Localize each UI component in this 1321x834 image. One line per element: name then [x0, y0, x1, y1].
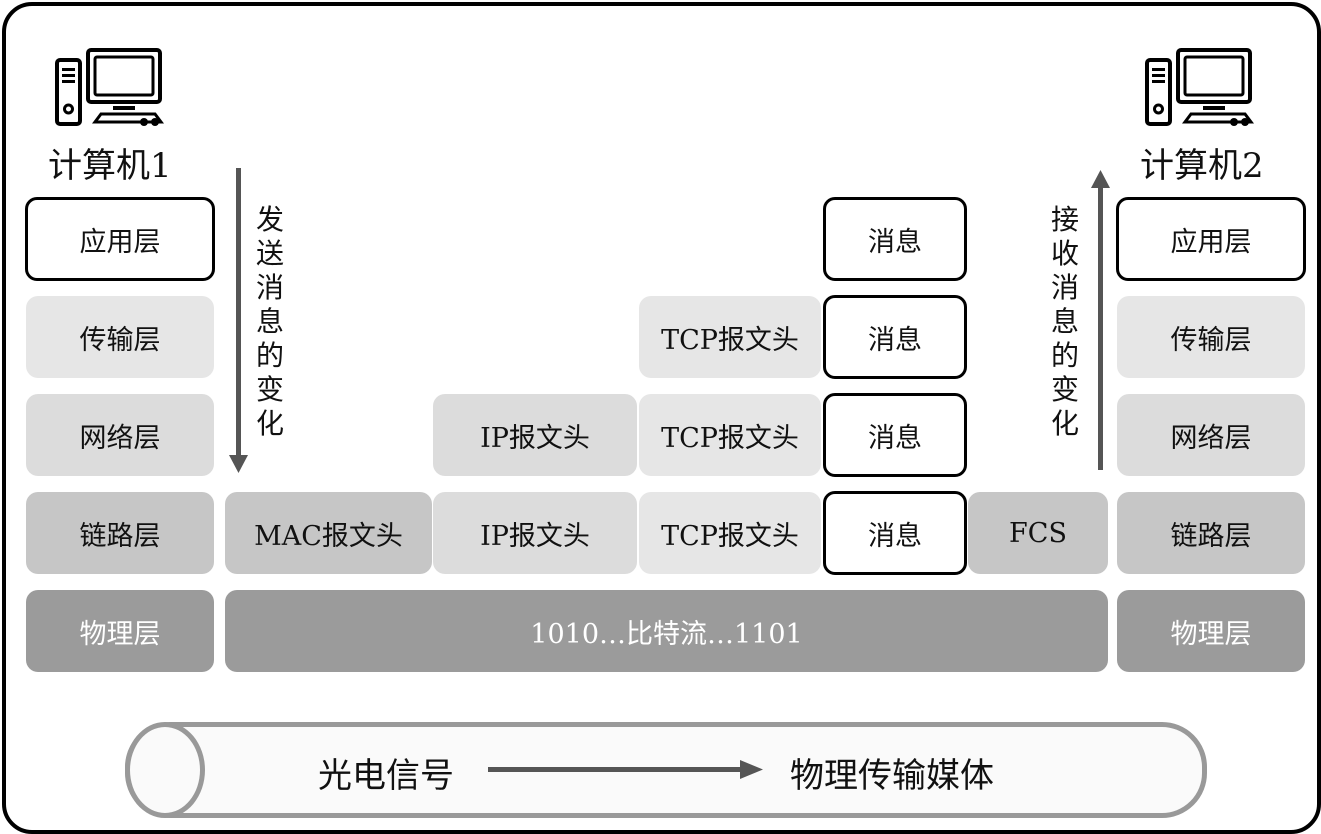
bitstream: 1010…比特流…1101: [225, 590, 1108, 672]
tube-end: [125, 722, 205, 818]
layer-network-left: 网络层: [26, 394, 214, 476]
send-label: 发送消息的变化: [255, 203, 284, 440]
layer-application-right: 应用层: [1116, 197, 1306, 281]
tcp-header-link: TCP报文头: [639, 492, 821, 574]
layer-link-left: 链路层: [26, 492, 214, 574]
computer-icon: [1145, 48, 1254, 126]
computer-icon: [55, 48, 164, 126]
message-network: 消息: [823, 393, 967, 477]
message-app: 消息: [823, 197, 967, 281]
layer-link-right: 链路层: [1117, 492, 1305, 574]
send-arrow: [236, 168, 241, 458]
tcp-header-transport: TCP报文头: [639, 296, 821, 378]
layer-transport-left: 传输层: [26, 296, 214, 378]
ip-header-network: IP报文头: [433, 394, 637, 476]
arrow-up-icon: [1091, 170, 1110, 188]
arrow-down-icon: [229, 455, 248, 473]
fcs-trailer: FCS: [968, 492, 1108, 574]
receive-arrow: [1098, 186, 1103, 470]
layer-transport-right: 传输层: [1117, 296, 1305, 378]
arrow-right-icon: [488, 760, 763, 779]
tcp-header-network: TCP报文头: [639, 394, 821, 476]
message-transport: 消息: [823, 295, 967, 379]
signal-label: 光电信号: [318, 756, 454, 796]
mac-header-link: MAC报文头: [225, 492, 432, 574]
layer-network-right: 网络层: [1117, 394, 1305, 476]
message-link: 消息: [823, 491, 967, 575]
layer-physical-right: 物理层: [1117, 590, 1305, 672]
receive-label: 接收消息的变化: [1050, 203, 1079, 440]
media-label: 物理传输媒体: [790, 756, 994, 796]
layer-application-left: 应用层: [25, 197, 215, 281]
computer-2-label: 计算机2: [1140, 146, 1264, 186]
ip-header-link: IP报文头: [433, 492, 637, 574]
layer-physical-left: 物理层: [26, 590, 214, 672]
computer-1-label: 计算机1: [48, 146, 172, 186]
